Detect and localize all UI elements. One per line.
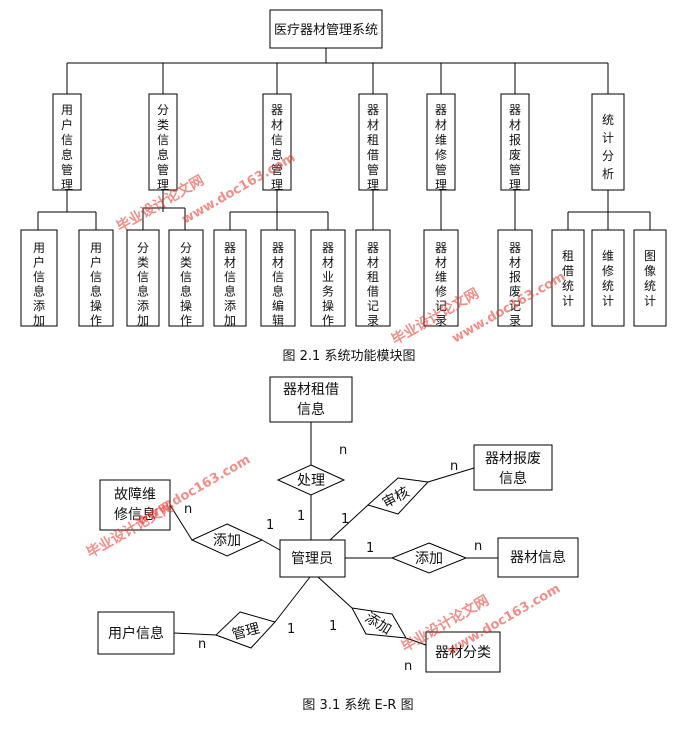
card-equip-1: 1 [366, 541, 374, 556]
module-label-2: 分类信息管理 [157, 103, 169, 192]
module-box-5 [426, 93, 456, 191]
sub-box-7-3 [633, 229, 667, 327]
sub-label-1-1: 用户信息添加 [33, 241, 45, 328]
card-rent-1: 1 [297, 509, 305, 524]
entity-fault: 故障维修信息 [114, 487, 156, 523]
root-label: 医疗器材管理系统 [274, 23, 378, 38]
center-label: 管理员 [291, 551, 333, 567]
sub-box-7-2 [591, 229, 625, 327]
entity-user: 用户信息 [108, 625, 164, 642]
sub-label-5-1: 器材维修记录 [435, 241, 447, 328]
card-category-n: n [404, 659, 412, 674]
module-box-6 [500, 93, 530, 191]
sub-box-3-1 [213, 229, 247, 327]
entity-category-box [425, 631, 501, 673]
entity-rent: 器材租借信息 [283, 382, 339, 418]
module-label-4: 器材租借管理 [367, 103, 379, 192]
sub-label-1-2: 用户信息操作 [90, 241, 102, 328]
entity-category: 器材分类 [435, 645, 491, 661]
sub-label-7-2: 维修统计 [602, 249, 614, 308]
sub-box-4-1 [355, 229, 391, 327]
rel-add-equip-diamond [390, 542, 468, 574]
entity-equip-box [497, 537, 579, 578]
figure1-caption: 图 2.1 系统功能模块图 [283, 349, 416, 364]
rel-add-category-diamond [351, 607, 407, 639]
rel-manage: 管理 [230, 621, 261, 644]
card-scrap-n: n [450, 459, 458, 474]
entity-fault-box [99, 479, 171, 531]
card-user-1: 1 [287, 622, 295, 637]
sub-box-3-3 [310, 229, 346, 327]
module-label-5: 器材维修管理 [435, 103, 447, 192]
module-label-7: 统计分析 [602, 113, 614, 181]
sub-box-7-1 [551, 229, 585, 327]
card-rent-n: n [339, 443, 347, 458]
root-box [269, 9, 383, 49]
card-fault-1: 1 [266, 518, 274, 533]
rel-handle-diamond [276, 464, 346, 496]
card-scrap-1: 1 [341, 512, 349, 527]
er-diagram: 器材租借信息 故障维修信息 器材报废信息 管理员 器材信息 用户信息 器材分类 … [97, 376, 579, 713]
sub-label-3-3: 器材业务操作 [322, 241, 334, 328]
sub-box-2-2 [168, 229, 204, 327]
sub-label-3-2: 器材信息编辑 [272, 241, 284, 328]
entity-user-box [97, 611, 175, 655]
figure2-caption: 图 3.1 系统 E-R 图 [302, 698, 413, 713]
sub-label-7-1: 租借统计 [562, 249, 574, 308]
rel-add-equip: 添加 [415, 551, 443, 567]
rel-add-fault-diamond [190, 523, 264, 557]
sub-label-4-1: 器材租借记录 [367, 241, 379, 328]
sub-label-3-1: 器材信息添加 [224, 241, 236, 328]
center-box [279, 539, 346, 578]
card-user-n: n [198, 637, 206, 652]
module-label-6: 器材报废管理 [509, 103, 521, 192]
module-label-3: 器材信息管理 [271, 103, 283, 192]
module-tree: 医疗器材管理系统 用户信息管理 分类信息管理 器材信息管理 器材租借管理 器材维… [20, 9, 667, 364]
rel-handle: 处理 [297, 473, 325, 489]
sub-label-6-1: 器材报废记录 [509, 241, 521, 328]
module-box-7 [591, 93, 625, 191]
sub-box-1-1 [20, 229, 58, 327]
rel-audit-diamond [367, 477, 430, 515]
module-label-1: 用户信息管理 [61, 103, 73, 192]
entity-scrap: 器材报废信息 [485, 451, 541, 487]
sub-label-2-1: 分类信息添加 [137, 241, 149, 328]
entity-scrap-box [473, 444, 553, 491]
card-category-1: 1 [329, 619, 337, 634]
sub-box-6-1 [497, 229, 533, 327]
sub-box-5-1 [423, 229, 459, 327]
entity-equip: 器材信息 [510, 549, 566, 566]
sub-label-7-3: 图像统计 [644, 249, 656, 308]
sub-box-2-1 [126, 229, 160, 327]
card-fault-n: n [184, 502, 192, 517]
card-equip-n: n [474, 539, 482, 554]
entity-rent-box [269, 376, 353, 423]
rel-add-fault: 添加 [213, 533, 241, 549]
sub-box-3-2 [260, 229, 296, 327]
sub-box-1-2 [78, 229, 114, 327]
sub-label-2-2: 分类信息操作 [180, 241, 192, 328]
rel-manage-diamond [215, 611, 276, 649]
